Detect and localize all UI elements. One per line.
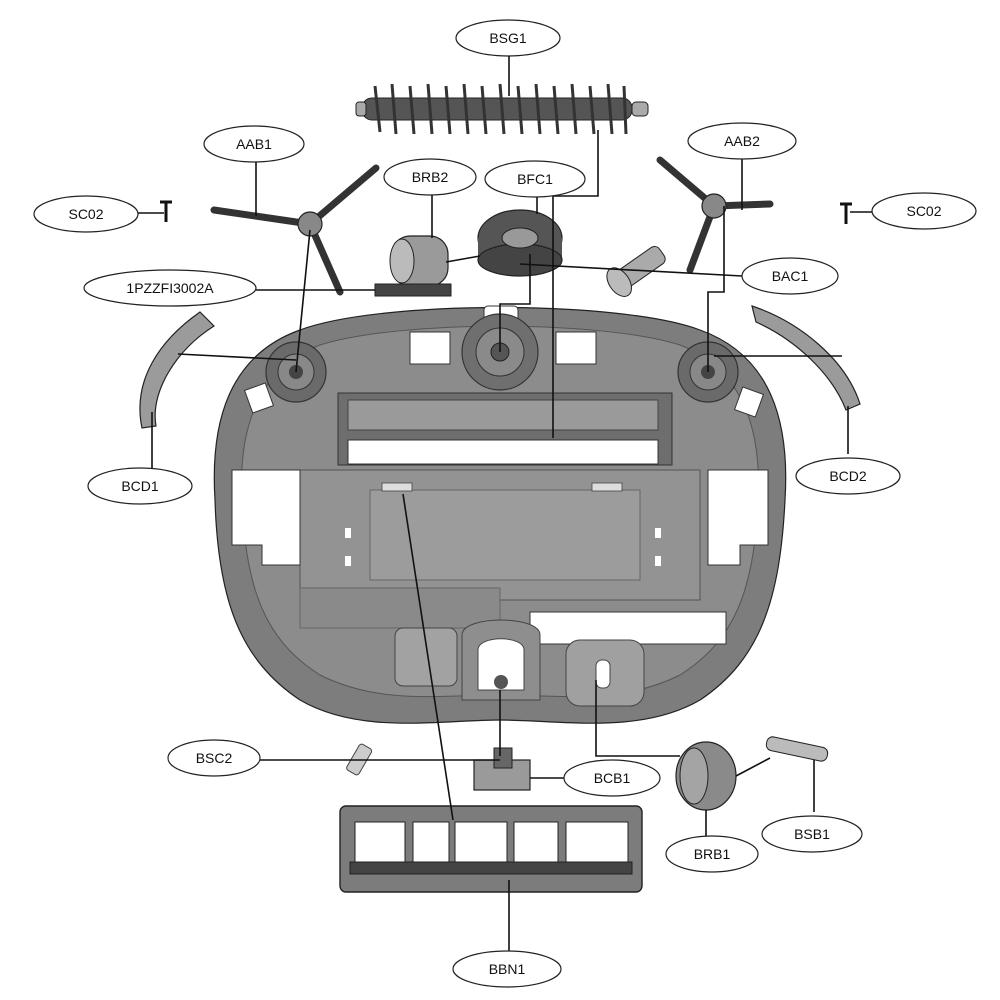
shaft-part [765,736,829,762]
robot-body [213,305,787,724]
adapter-part [606,245,666,297]
label-sc02-left: SC02 [68,206,103,222]
label-bcb1: BCB1 [594,770,631,786]
label-brb2: BRB2 [412,169,449,185]
label-bbn1: BBN1 [489,961,526,977]
label-bsg1: BSG1 [489,30,527,46]
wheel-brb2-part [389,235,449,287]
label-bcd1: BCD1 [121,478,159,494]
label-bcd2: BCD2 [829,468,867,484]
screw-right-part [840,202,852,224]
callout-brb2: BRB2 [383,158,477,196]
callout-aab1: AAB1 [203,125,305,163]
callout-1pzzfi3002a: 1PZZFI3002A [83,269,257,307]
callout-bsc2: BSC2 [167,739,261,777]
side-brush-right-part [656,156,774,274]
label-aab1: AAB1 [236,136,272,152]
bracket-part [473,747,531,791]
label-1pzzfi3002a: 1PZZFI3002A [126,280,214,296]
callout-bsb1: BSB1 [761,815,863,853]
label-aab2: AAB2 [724,133,760,149]
label-bsc2: BSC2 [196,750,233,766]
callout-sc02-left: SC02 [33,195,139,233]
label-brb1: BRB1 [694,846,731,862]
screw-left-part [160,200,172,222]
dust-bin-part [339,805,643,893]
callout-bfc1: BFC1 [484,160,586,198]
label-sc02-right: SC02 [906,203,941,219]
callout-aab2: AAB2 [687,122,797,160]
callout-bcb1: BCB1 [563,759,661,797]
side-brush-left-part [210,164,380,296]
label-bac1: BAC1 [772,268,809,284]
front-caster-part [477,209,563,277]
label-bsb1: BSB1 [794,826,830,842]
side-cover-left-part [139,311,215,429]
main-brush-part [355,83,649,135]
wheel-brb1-part [675,741,737,811]
label-bfc1: BFC1 [517,171,553,187]
callout-bbn1: BBN1 [452,950,562,988]
callout-bcd1: BCD1 [87,467,193,505]
callout-brb1: BRB1 [665,835,759,873]
leader-lines [138,56,874,952]
callout-bsg1: BSG1 [455,19,561,57]
callout-bac1: BAC1 [741,257,839,295]
side-cover-right-part [751,305,861,411]
strip-part [374,283,452,297]
callout-bcd2: BCD2 [795,457,901,495]
callout-sc02-right: SC02 [871,192,977,230]
